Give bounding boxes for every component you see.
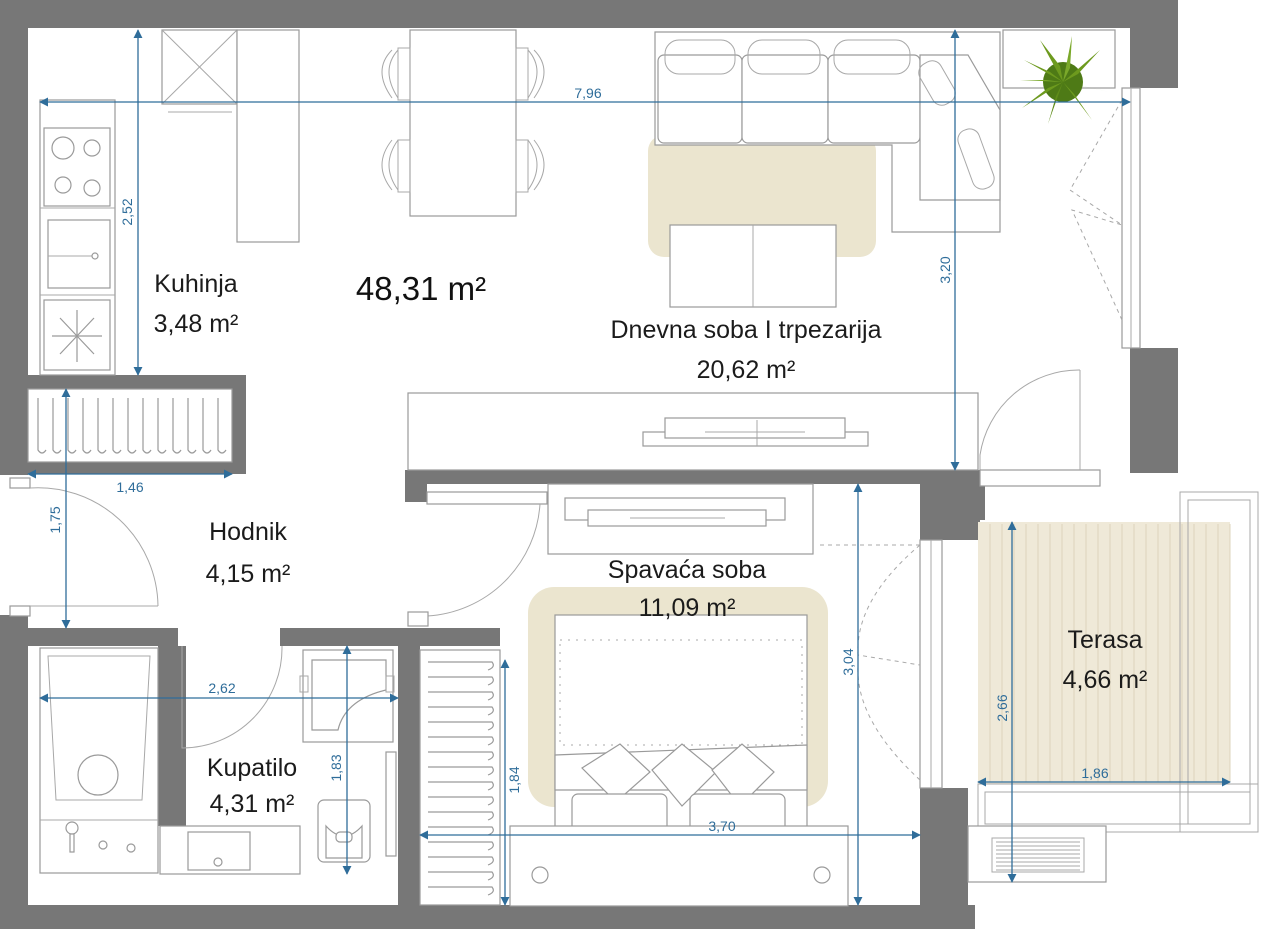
bathroom-name: Kupatilo: [207, 754, 297, 782]
door-icon: [979, 369, 1101, 487]
bedroom: [419, 483, 943, 907]
kitchen-area: 3,48 m²: [154, 310, 239, 338]
bathroom-door-icon: [181, 645, 283, 749]
hanger: [428, 796, 494, 806]
dining-table: [381, 29, 545, 217]
balcony-door-icon: [820, 539, 943, 789]
hall-wardrobe: [27, 388, 233, 463]
dim-terrace-width: 1,86: [1081, 765, 1108, 781]
hanger: [157, 398, 167, 454]
bedroom-name: Spavaća soba: [608, 556, 767, 584]
dim-bedroom-height: 3,04: [840, 648, 856, 675]
hanger: [112, 398, 122, 454]
hanger: [428, 751, 494, 761]
hanger: [187, 398, 197, 454]
washbasin-icon: [159, 825, 301, 875]
entry-door-icon: [9, 477, 159, 617]
hall-name: Hodnik: [209, 518, 287, 546]
bed-headboard: [509, 825, 849, 907]
bedroom-door-icon: [407, 491, 548, 627]
bedroom-area: 11,09 m²: [639, 594, 736, 622]
plant-icon: [1002, 29, 1116, 124]
room-labels: 48,31 m² Kuhinja 3,48 m² Dnevna soba I t…: [154, 270, 1148, 818]
hanger: [97, 398, 107, 454]
dim-kitchen-height: 2,52: [119, 198, 135, 225]
hanger: [37, 398, 47, 454]
dim-living-width: 7,96: [574, 85, 601, 101]
radiator: [385, 751, 397, 857]
dim-hall-height: 1,75: [47, 506, 63, 533]
hanger: [428, 676, 494, 686]
window-icon: [1069, 87, 1141, 349]
bathroom-area: 4,31 m²: [210, 790, 295, 818]
hanger: [428, 691, 494, 701]
hall: [9, 477, 548, 749]
kitchen-name: Kuhinja: [154, 270, 237, 298]
dim-wardrobe-width: 1,46: [116, 479, 143, 495]
sink-icon: [47, 219, 111, 289]
hanger: [428, 766, 494, 776]
dim-terrace-height: 2,66: [994, 694, 1010, 721]
hanger: [428, 856, 494, 866]
hanger: [82, 398, 92, 454]
total-area: 48,31 m²: [356, 270, 486, 307]
walls: [0, 0, 1178, 929]
hanger: [428, 736, 494, 746]
toilet-icon: [317, 799, 371, 863]
bathtub-icon: [39, 647, 159, 874]
hanger: [428, 811, 494, 821]
hanger: [428, 661, 494, 671]
dim-bath-width: 2,62: [208, 680, 235, 696]
living-area: 20,62 m²: [697, 356, 796, 384]
dim-bedroom-width: 3,70: [708, 818, 735, 834]
stove-icon: [43, 127, 111, 207]
bathroom: [39, 647, 397, 875]
dimension-lines: [27, 29, 1231, 906]
hanger: [127, 398, 137, 454]
hanger: [428, 886, 494, 896]
terrace-area: 4,66 m²: [1063, 666, 1148, 694]
hanger: [52, 398, 62, 454]
hanger: [172, 398, 182, 454]
living-room: [407, 29, 1141, 487]
hanger: [428, 781, 494, 791]
kitchen-island: [236, 29, 300, 243]
hanger: [428, 871, 494, 881]
bedroom-wardrobe: [419, 649, 501, 906]
hanger: [142, 398, 152, 454]
terrace-name: Terasa: [1067, 626, 1142, 654]
tv-icon: [642, 417, 869, 447]
hanger: [428, 721, 494, 731]
hanger: [202, 398, 212, 454]
dim-living-height: 3,20: [937, 256, 953, 283]
hanger: [217, 398, 227, 454]
kitchen: [39, 29, 300, 376]
terrace: [967, 491, 1259, 883]
dim-bath-height: 1,83: [328, 754, 344, 781]
ac-unit-icon: [967, 825, 1107, 883]
hall-area: 4,15 m²: [206, 560, 291, 588]
hanger: [428, 841, 494, 851]
fridge-icon: [43, 299, 111, 371]
bedroom-tv-icon: [564, 497, 786, 527]
dim-bedroom-wardrobe-height: 1,84: [506, 766, 522, 793]
dimension-labels: 7,96 2,52 3,20 1,46 1,75 2,62 1,83 1,84 …: [47, 85, 1109, 834]
living-name: Dnevna soba I trpezarija: [611, 316, 882, 344]
hanger: [428, 706, 494, 716]
